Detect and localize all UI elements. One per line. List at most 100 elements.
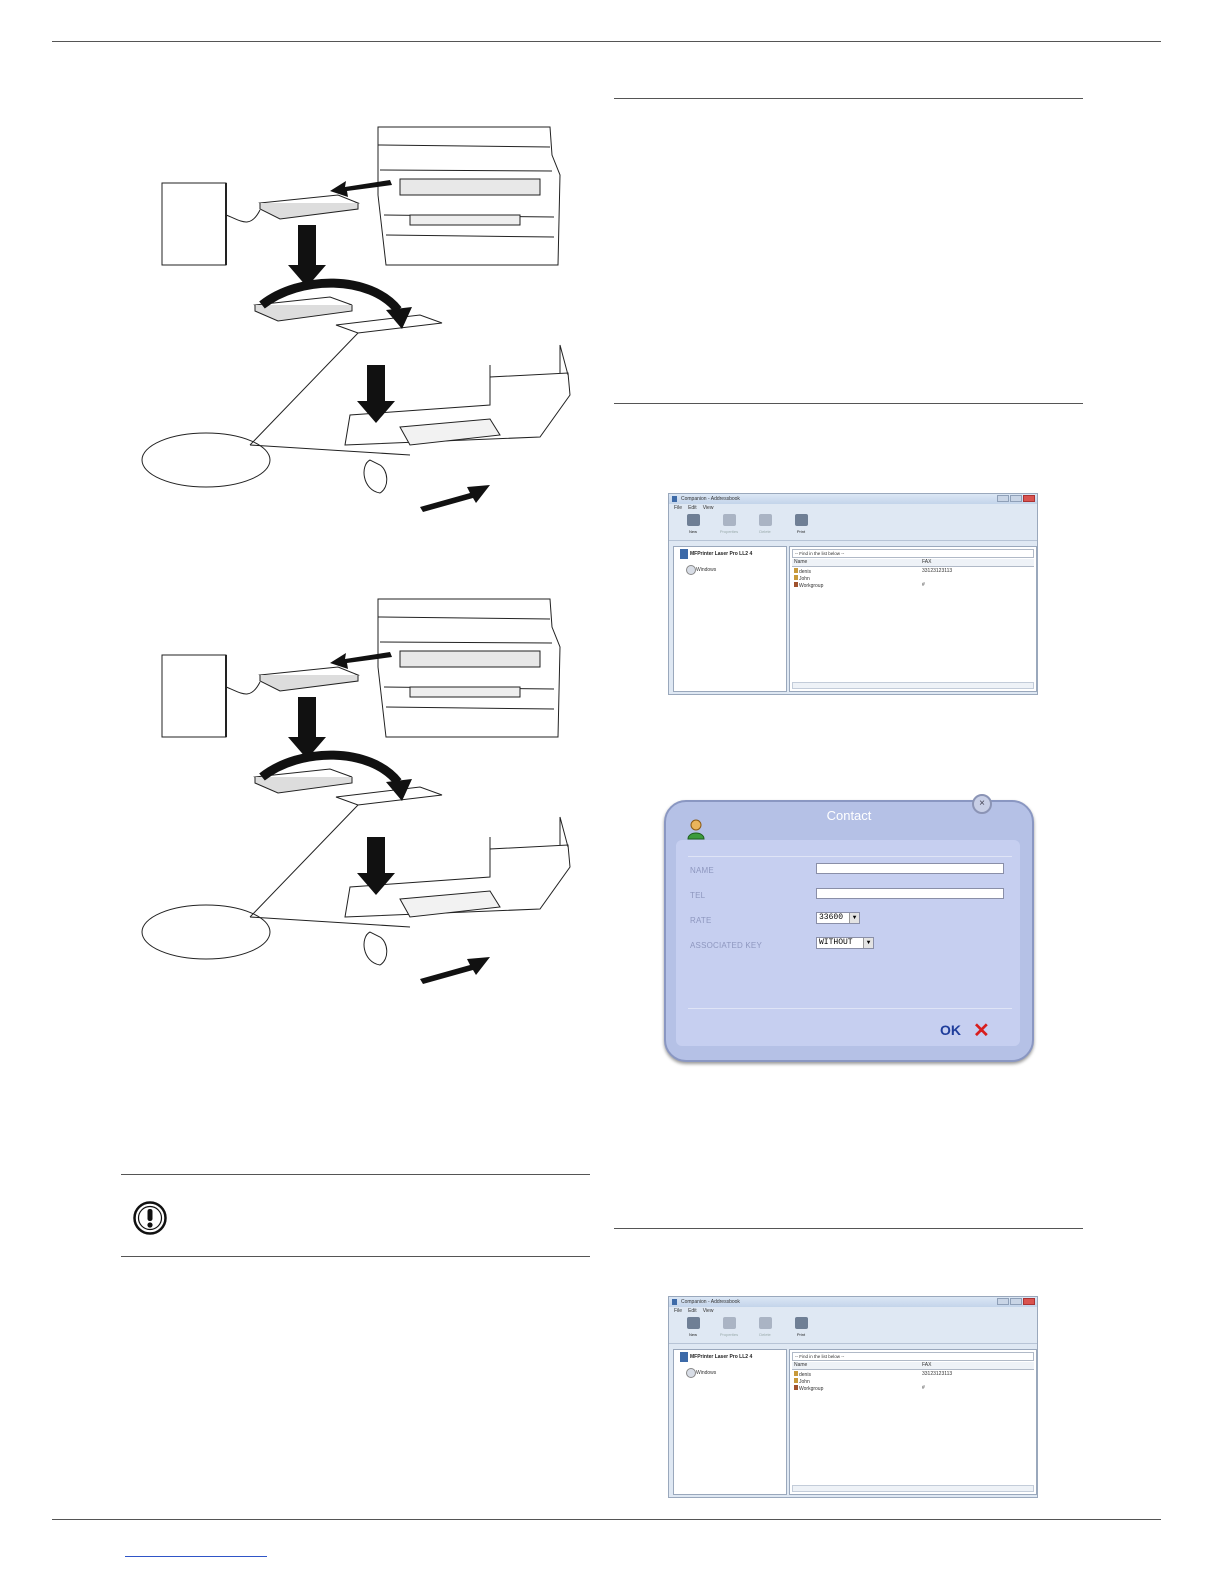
associated-key-select[interactable]: WITHOUT ▼	[816, 937, 874, 949]
tree-item-device[interactable]: MFPrinter Laser Pro LL2 4	[690, 1354, 753, 1360]
print-button[interactable]: Print	[791, 1315, 811, 1337]
paper-loading-illustration-1	[140, 115, 590, 520]
footer-rule	[52, 1519, 1161, 1520]
chevron-down-icon: ▼	[863, 938, 873, 948]
menu-bar: File Edit View	[669, 1307, 1037, 1315]
tree-item-windows[interactable]: Windows	[696, 567, 717, 573]
section-rule-2	[614, 403, 1083, 404]
tree-item-windows[interactable]: Windows	[696, 1370, 717, 1376]
printer-icon	[794, 1317, 808, 1329]
properties-icon	[722, 1317, 736, 1329]
minimize-button[interactable]	[997, 495, 1009, 502]
trash-icon	[758, 514, 772, 526]
window-title: Companion - Addressbook	[681, 1299, 740, 1305]
device-tree: MFPrinter Laser Pro LL2 4 Windows	[673, 1349, 787, 1495]
toolbar: New Properties Delete Print	[669, 512, 1037, 541]
tel-field[interactable]	[816, 888, 1004, 899]
properties-button[interactable]: Properties	[719, 512, 739, 534]
minimize-button[interactable]	[997, 1298, 1009, 1305]
menu-bar: File Edit View	[669, 504, 1037, 512]
printer-icon	[794, 514, 808, 526]
menu-file[interactable]: File	[674, 505, 683, 511]
ok-button[interactable]: OK	[940, 1022, 961, 1038]
column-name[interactable]: Name	[794, 1362, 808, 1368]
printer-icon	[680, 549, 688, 559]
menu-view[interactable]: View	[702, 505, 714, 511]
delete-button[interactable]: Delete	[755, 1315, 775, 1337]
new-button[interactable]: New	[683, 512, 703, 534]
name-label: NAME	[690, 866, 714, 875]
cancel-button[interactable]: ✕	[973, 1020, 990, 1042]
maximize-button[interactable]	[1010, 1298, 1022, 1305]
section-rule-3	[614, 1228, 1083, 1229]
associated-key-label: ASSOCIATED KEY	[690, 941, 763, 950]
menu-file[interactable]: File	[674, 1308, 683, 1314]
group-icon	[794, 1385, 798, 1390]
printer-icon	[680, 1352, 688, 1362]
paper-loading-illustration-2	[140, 587, 590, 992]
note-rule-bottom	[121, 1256, 590, 1257]
list-item[interactable]: John	[792, 1378, 1034, 1385]
menu-view[interactable]: View	[702, 1308, 714, 1314]
rate-select[interactable]: 33600 ▼	[816, 912, 860, 924]
divider	[688, 856, 1012, 857]
windows-icon	[686, 565, 696, 575]
tree-item-device[interactable]: MFPrinter Laser Pro LL2 4	[690, 551, 753, 557]
user-icon	[686, 818, 706, 840]
maximize-button[interactable]	[1010, 495, 1022, 502]
column-fax[interactable]: FAX	[922, 1362, 932, 1368]
rate-label: RATE	[690, 916, 712, 925]
addressbook-window: Companion - Addressbook File Edit View N…	[668, 493, 1038, 695]
list-header: Name FAX	[792, 559, 1034, 567]
column-name[interactable]: Name	[794, 559, 808, 565]
note-rule-top	[121, 1174, 590, 1175]
contact-dialog: Contact × NAME TEL RATE 33600 ▼ ASSOCIAT…	[664, 794, 1034, 1062]
window-titlebar: Companion - Addressbook	[669, 1297, 1037, 1307]
horizontal-scrollbar[interactable]	[792, 682, 1034, 689]
list-header: Name FAX	[792, 1362, 1034, 1370]
exclamation-icon	[132, 1200, 168, 1241]
menu-edit[interactable]: Edit	[688, 1308, 697, 1314]
contact-icon	[794, 568, 798, 573]
toolbar: New Properties Delete Print	[669, 1315, 1037, 1344]
app-icon	[672, 1299, 677, 1305]
contact-icon	[794, 1378, 798, 1383]
list-item[interactable]: denis 33123123113	[792, 568, 1034, 575]
divider	[688, 1008, 1012, 1009]
name-field[interactable]	[816, 863, 1004, 874]
print-button[interactable]: Print	[791, 512, 811, 534]
list-item[interactable]: Workgroup #	[792, 1385, 1034, 1392]
properties-button[interactable]: Properties	[719, 1315, 739, 1337]
contact-list: -- Find in the list below -- Name FAX de…	[789, 1349, 1037, 1495]
list-item[interactable]: denis 33123123113	[792, 1371, 1034, 1378]
group-icon	[794, 582, 798, 587]
properties-icon	[722, 514, 736, 526]
close-button[interactable]: ×	[972, 794, 992, 814]
section-rule-1	[614, 98, 1083, 99]
windows-icon	[686, 1368, 696, 1378]
contact-icon	[794, 575, 798, 580]
close-button[interactable]	[1023, 1298, 1035, 1305]
new-contact-icon	[686, 514, 700, 526]
header-rule	[52, 41, 1161, 42]
device-tree: MFPrinter Laser Pro LL2 4 Windows	[673, 546, 787, 692]
close-button[interactable]	[1023, 495, 1035, 502]
list-item[interactable]: Workgroup #	[792, 582, 1034, 589]
menu-edit[interactable]: Edit	[688, 505, 697, 511]
horizontal-scrollbar[interactable]	[792, 1485, 1034, 1492]
column-fax[interactable]: FAX	[922, 559, 932, 565]
new-contact-icon	[686, 1317, 700, 1329]
footer-link-underline[interactable]	[125, 1556, 267, 1557]
contact-list: -- Find in the list below -- Name FAX de…	[789, 546, 1037, 692]
contact-icon	[794, 1371, 798, 1376]
window-titlebar: Companion - Addressbook	[669, 494, 1037, 504]
addressbook-window: Companion - Addressbook File Edit View N…	[668, 1296, 1038, 1498]
trash-icon	[758, 1317, 772, 1329]
find-input[interactable]: -- Find in the list below --	[792, 549, 1034, 558]
list-item[interactable]: John	[792, 575, 1034, 582]
find-input[interactable]: -- Find in the list below --	[792, 1352, 1034, 1361]
window-title: Companion - Addressbook	[681, 496, 740, 502]
delete-button[interactable]: Delete	[755, 512, 775, 534]
dialog-title: Contact	[826, 808, 872, 823]
new-button[interactable]: New	[683, 1315, 703, 1337]
